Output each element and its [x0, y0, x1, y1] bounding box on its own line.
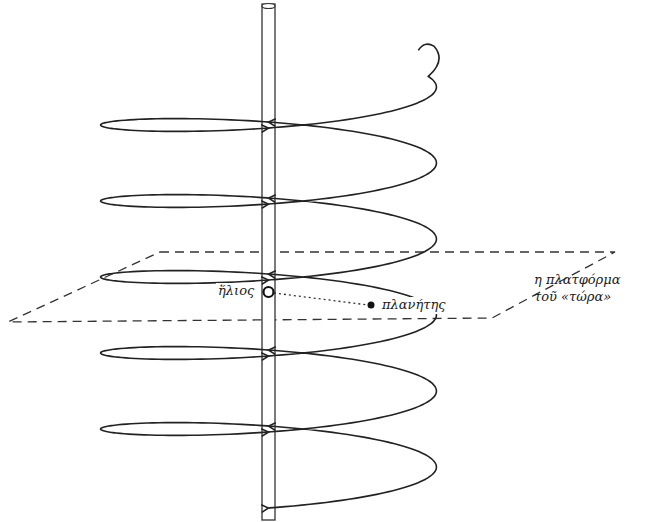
- orbit-arrowhead: [269, 271, 276, 279]
- helix-orbit: [101, 44, 440, 508]
- orbit-arrows: [261, 119, 276, 513]
- orbit-arrowhead: [261, 277, 268, 285]
- orbit-arrowhead: [261, 429, 268, 437]
- platform-label: η πλατφόρμα τοῦ «τώρα»: [532, 272, 646, 306]
- sun-planet-line: [274, 293, 368, 305]
- sun-circle: [264, 287, 274, 297]
- orbit-arrowhead: [261, 125, 268, 133]
- sun-label: ἥλιος: [216, 283, 256, 300]
- axis-pole: [262, 4, 275, 520]
- pole-top: [262, 4, 275, 9]
- planet-dot: [368, 302, 375, 309]
- orbit-arrowhead: [269, 119, 276, 127]
- planet-label: πλανήτης: [380, 297, 448, 314]
- orbit-arrowhead: [261, 353, 268, 361]
- now-platform: [8, 252, 615, 322]
- orbit-arrowhead: [269, 423, 276, 431]
- orbit-arrowhead: [269, 195, 276, 203]
- orbit-arrowhead: [261, 505, 268, 513]
- orbit-arrowhead: [269, 347, 276, 355]
- orbit-arrowhead: [261, 201, 268, 209]
